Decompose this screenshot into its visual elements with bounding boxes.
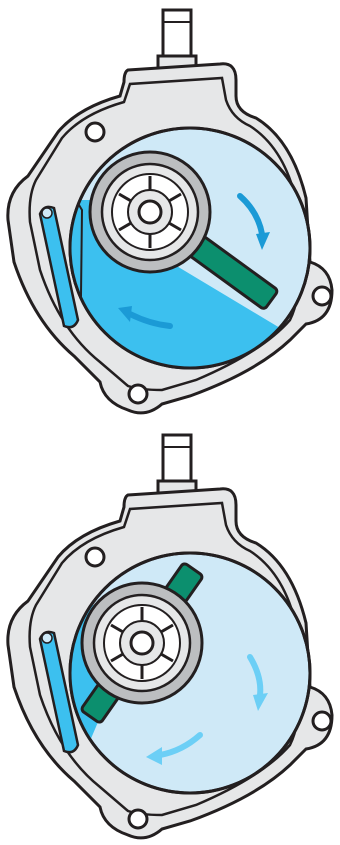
pump-illustration-top: [0, 0, 340, 420]
bolt-hole-bottom: [129, 810, 147, 828]
rotor-hub: [82, 583, 202, 703]
pump-panel-bottom: [0, 425, 340, 845]
shaft: [131, 632, 153, 654]
bolt-hole-bottom: [129, 385, 147, 403]
pump-panel-top: [0, 0, 340, 420]
bolt-hole-right: [313, 287, 331, 305]
pump-illustration-bottom: [0, 425, 340, 845]
bolt-hole-top-left: [86, 548, 104, 566]
rotor-hub: [90, 152, 210, 272]
bolt-hole-right: [313, 712, 331, 730]
outlet-nozzle: [158, 435, 196, 493]
shaft: [139, 201, 161, 223]
bolt-hole-top-left: [86, 123, 104, 141]
outlet-nozzle: [158, 10, 196, 68]
